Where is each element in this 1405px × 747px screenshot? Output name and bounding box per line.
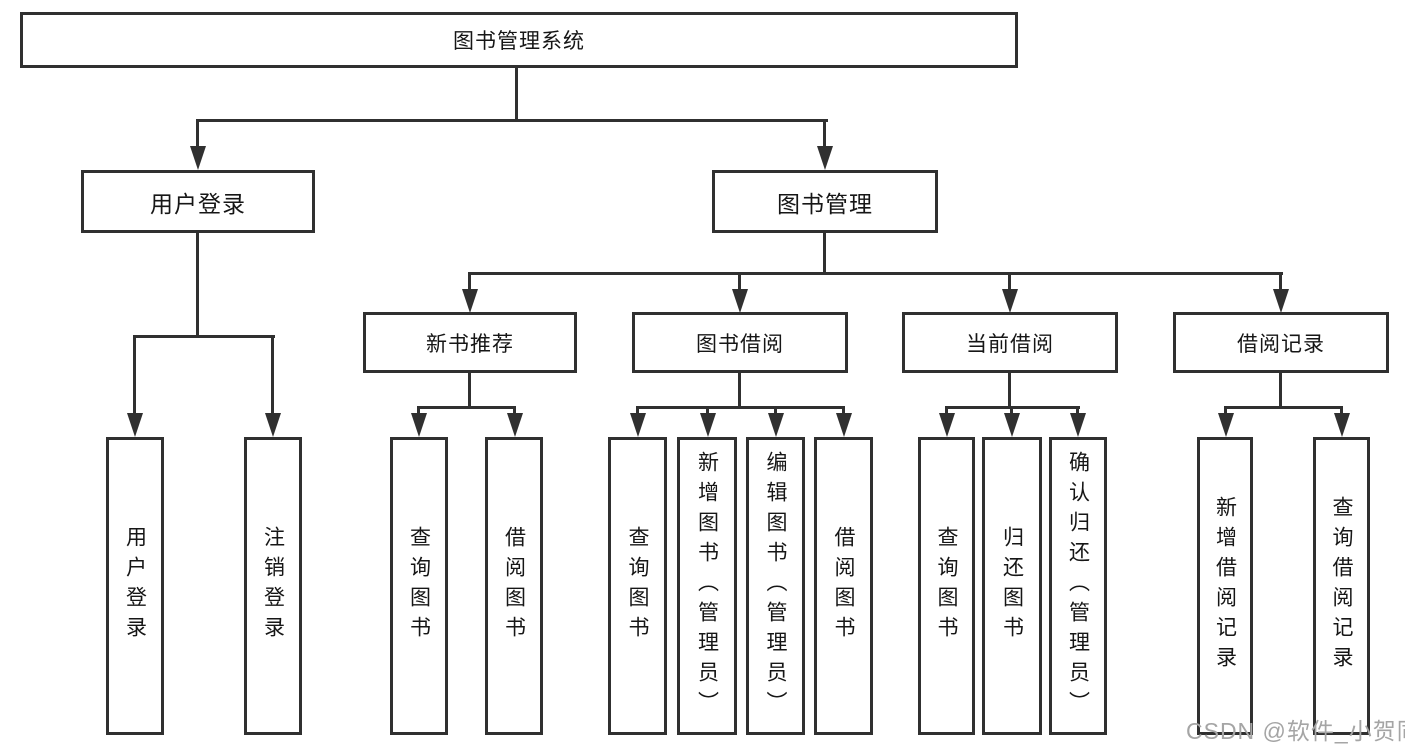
leaf-recommend-borrow-book-label: 借阅图书 [502,526,526,646]
connector-arrow-shaft [513,406,516,415]
connector-arrow-shaft-records [1279,272,1282,291]
node-borrow-records: 借阅记录 [1173,312,1389,373]
leaf-borrow-query-book: 查询图书 [608,437,667,735]
connector-borrow-hbar [636,406,845,409]
connector-arrow-shaft [945,406,948,415]
arrow-down-icon [462,289,478,313]
leaf-current-query-book: 查询图书 [918,437,975,735]
connector-arrow-shaft-book-mgmt [823,119,826,148]
leaf-recommend-query-book: 查询图书 [390,437,448,735]
arrow-down-icon [1070,413,1086,437]
leaf-current-query-book-label: 查询图书 [935,526,958,646]
leaf-logout-login-label: 注销登录 [261,526,285,646]
connector-arrow-shaft [1076,406,1079,415]
connector-user-login-stem [196,233,199,335]
arrow-down-icon [1273,289,1289,313]
node-current-borrow: 当前借阅 [902,312,1118,373]
connector-arrow-shaft-current [1008,272,1011,291]
node-new-book-recommend: 新书推荐 [363,312,577,373]
leaf-records-query-record-label: 查询借阅记录 [1330,496,1353,676]
leaf-records-add-record-label: 新增借阅记录 [1213,496,1237,676]
connector-recommend-stem [468,373,471,406]
connector-current-stem [1008,373,1011,407]
leaf-borrow-borrow-book: 借阅图书 [814,437,873,735]
leaf-borrow-add-book-admin: 新增图书（管理员） [677,437,737,735]
connector-arrow-shaft-leaf-login [133,335,136,415]
leaf-recommend-query-book-label: 查询图书 [407,526,431,646]
leaf-recommend-borrow-book: 借阅图书 [485,437,543,735]
leaf-borrow-add-book-admin-label: 新增图书（管理员） [695,451,719,721]
connector-arrow-shaft [706,406,709,415]
node-book-mgmt-label: 图书管理 [777,190,873,217]
arrow-down-icon [507,413,523,437]
leaf-records-add-record: 新增借阅记录 [1197,437,1253,735]
leaf-current-confirm-return-admin-label: 确认归还（管理员） [1066,451,1090,721]
leaf-user-login-label: 用户登录 [123,526,147,646]
node-current-borrow-label: 当前借阅 [966,332,1054,356]
arrow-down-icon [1004,413,1020,437]
arrow-down-icon [265,413,281,437]
arrow-down-icon [411,413,427,437]
leaf-current-confirm-return-admin: 确认归还（管理员） [1049,437,1107,735]
leaf-current-return-book: 归还图书 [982,437,1042,735]
connector-root-stem [515,68,518,119]
arrow-down-icon [127,413,143,437]
arrow-down-icon [768,413,784,437]
connector-records-stem [1279,373,1282,406]
node-book-borrow: 图书借阅 [632,312,848,373]
connector-borrow-stem [738,373,741,406]
node-root-label: 图书管理系统 [453,30,585,53]
connector-arrow-shaft [1224,406,1227,415]
connector-arrow-shaft [417,406,420,415]
connector-arrow-shaft-borrow [738,272,741,291]
csdn-watermark: CSDN @软件_小贺同学 [1186,718,1405,744]
connector-level2-hbar [196,119,828,122]
leaf-borrow-edit-book-admin: 编辑图书（管理员） [746,437,805,735]
connector-level3-hbar [468,272,1283,275]
arrow-down-icon [630,413,646,437]
node-root: 图书管理系统 [20,12,1018,68]
connector-arrow-shaft-recommend [468,272,471,291]
connector-user-login-hbar [133,335,275,338]
leaf-current-return-book-label: 归还图书 [1000,526,1024,646]
arrow-down-icon [732,289,748,313]
arrow-down-icon [190,146,206,170]
connector-arrow-shaft-leaf-logout [271,335,274,415]
arrow-down-icon [836,413,852,437]
node-book-borrow-label: 图书借阅 [696,332,784,356]
connector-arrow-shaft [1340,406,1343,415]
arrow-down-icon [1002,289,1018,313]
connector-arrow-shaft [636,406,639,415]
leaf-borrow-borrow-book-label: 借阅图书 [832,526,855,646]
node-user-login: 用户登录 [81,170,315,233]
connector-arrow-shaft [842,406,845,415]
arrow-down-icon [700,413,716,437]
node-new-book-recommend-label: 新书推荐 [426,332,514,356]
arrow-down-icon [1334,413,1350,437]
connector-records-hbar [1224,406,1342,409]
node-user-login-label: 用户登录 [150,190,246,217]
arrow-down-icon [1218,413,1234,437]
node-borrow-records-label: 借阅记录 [1237,332,1325,356]
connector-arrow-shaft [774,406,777,415]
node-book-mgmt: 图书管理 [712,170,938,233]
connector-recommend-hbar [417,406,516,409]
connector-book-mgmt-stem [823,233,826,272]
leaf-records-query-record: 查询借阅记录 [1313,437,1370,735]
arrow-down-icon [939,413,955,437]
leaf-borrow-query-book-label: 查询图书 [626,526,649,646]
leaf-user-login: 用户登录 [106,437,164,735]
connector-arrow-shaft [1010,406,1013,415]
connector-arrow-shaft-user-login [196,119,199,148]
leaf-borrow-edit-book-admin-label: 编辑图书（管理员） [764,451,787,721]
arrow-down-icon [817,146,833,170]
leaf-logout-login: 注销登录 [244,437,302,735]
